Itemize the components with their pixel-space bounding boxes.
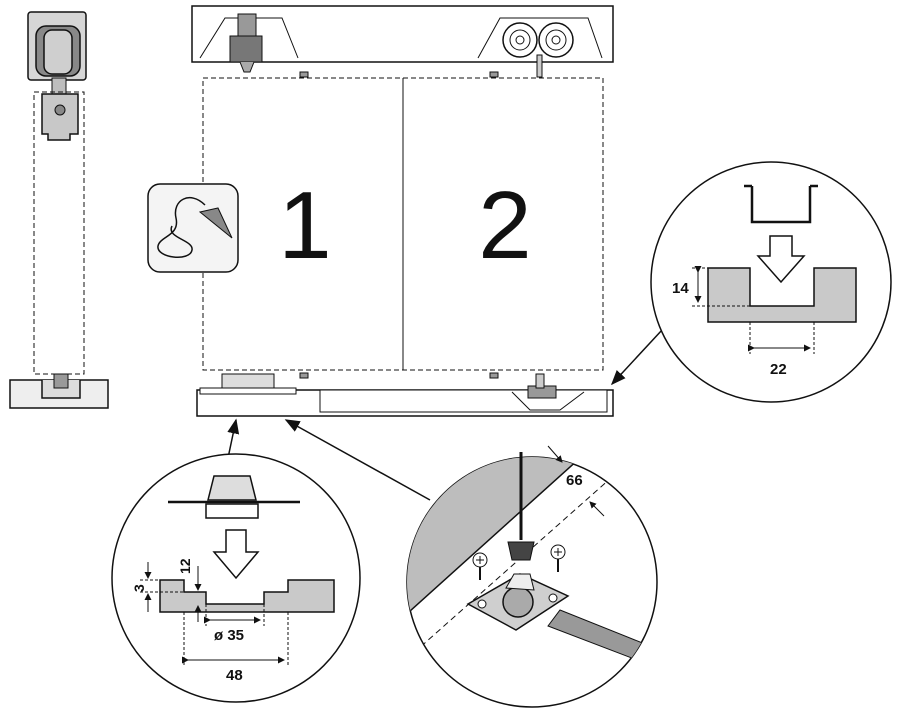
arrow-down-icon [756, 235, 806, 284]
pointer-guide-arrow [227, 418, 240, 459]
offset-label: 66 [566, 472, 583, 489]
arrow-down-icon [212, 529, 260, 580]
track-profile-detail: 14 22 [650, 161, 892, 403]
track-width-label: 22 [770, 361, 787, 378]
recess-depth-label: 3 [131, 584, 147, 592]
installation-detail: 66 [406, 445, 658, 708]
plumb-bob-icon [147, 183, 239, 273]
panel-2-number: 2 [478, 172, 531, 279]
pointer-track-arrow [610, 329, 663, 386]
panel-1-number: 1 [278, 172, 331, 279]
track-depth-label: 14 [672, 280, 689, 297]
pointer-install-arrow [284, 419, 431, 501]
diameter-label: ø 35 [214, 627, 244, 644]
floor-guide-detail: 3 12 ø 35 48 [111, 453, 361, 703]
guide-width-label: 48 [226, 667, 243, 684]
guide-height-label: 12 [177, 558, 193, 574]
top-track [191, 5, 614, 78]
floor-rail [196, 373, 614, 417]
screw-icon [472, 552, 488, 580]
side-view [9, 11, 109, 409]
screw-icon [550, 544, 566, 572]
door-panels: 1 2 [202, 71, 604, 379]
